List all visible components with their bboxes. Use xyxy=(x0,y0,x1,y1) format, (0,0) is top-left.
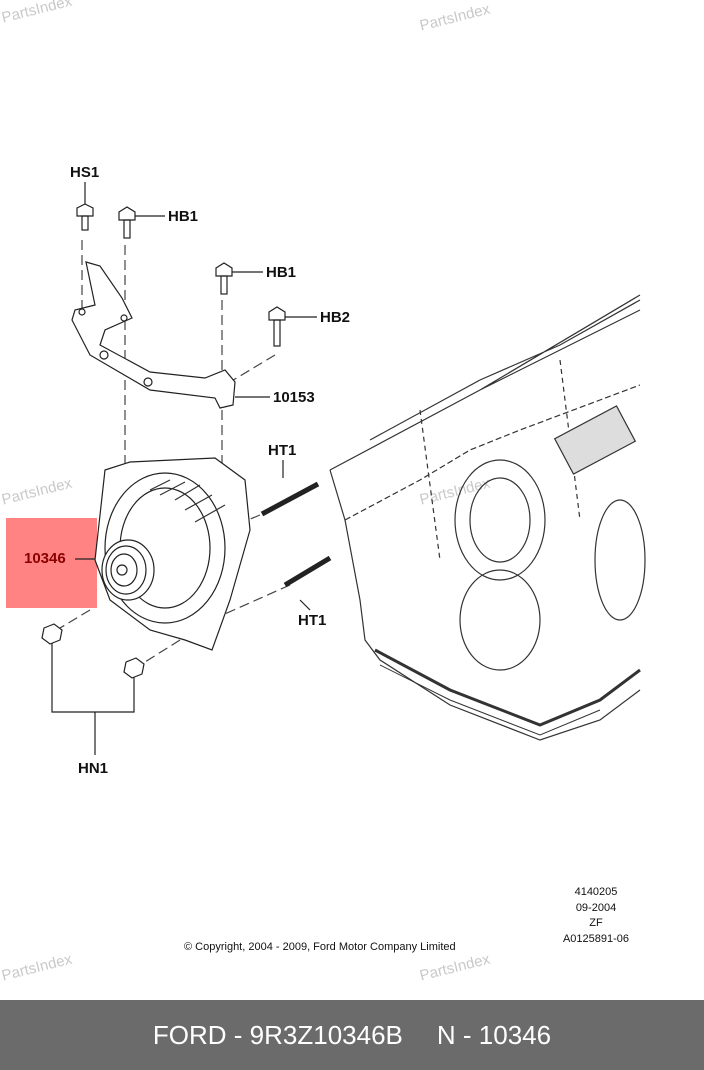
callout-10346[interactable]: 10346 xyxy=(24,550,66,567)
nut-hn1-b xyxy=(123,657,145,679)
bolt-hs1 xyxy=(76,203,94,231)
alternator-highlight[interactable] xyxy=(6,518,97,608)
callout-hn1[interactable]: HN1 xyxy=(78,760,109,777)
callout-hb1[interactable]: HB1 xyxy=(168,208,199,225)
bolt-hb1-b xyxy=(215,262,233,295)
callout-10153[interactable]: 10153 xyxy=(273,389,315,406)
stud-ht1-b xyxy=(283,555,332,588)
callout-ht1[interactable]: HT1 xyxy=(298,612,327,629)
callout-ht1[interactable]: HT1 xyxy=(268,442,297,459)
drawing-date: 09-2004 xyxy=(575,901,617,914)
drawing-id: A0125891-06 xyxy=(562,932,630,945)
drawing-meta: 4140205 09-2004 ZF A0125891-06 xyxy=(556,885,636,947)
footer-bar: FORD - 9R3Z10346B N - 10346 xyxy=(0,1000,704,1070)
part-number: FORD - 9R3Z10346B xyxy=(152,1019,403,1050)
leader-lines xyxy=(51,182,317,755)
bolt-hb1-a xyxy=(118,206,136,239)
bracket-10153 xyxy=(71,261,236,409)
drawing-number: 4140205 xyxy=(574,886,618,898)
parts-diagram xyxy=(41,182,646,755)
reference-number: N - 10346 xyxy=(436,1019,552,1050)
copyright: © Copyright, 2004 - 2009, Ford Motor Com… xyxy=(184,941,456,953)
drawing-code: ZF xyxy=(589,917,603,929)
callout-hs1[interactable]: HS1 xyxy=(70,164,100,181)
nut-hn1-a xyxy=(41,623,63,645)
alternator-10346 xyxy=(94,457,251,651)
bolt-hb2 xyxy=(268,306,286,347)
callout-hb1[interactable]: HB1 xyxy=(266,264,297,281)
callout-hb2[interactable]: HB2 xyxy=(320,309,351,326)
engine-block xyxy=(329,294,646,741)
stud-ht1-a xyxy=(260,481,320,517)
